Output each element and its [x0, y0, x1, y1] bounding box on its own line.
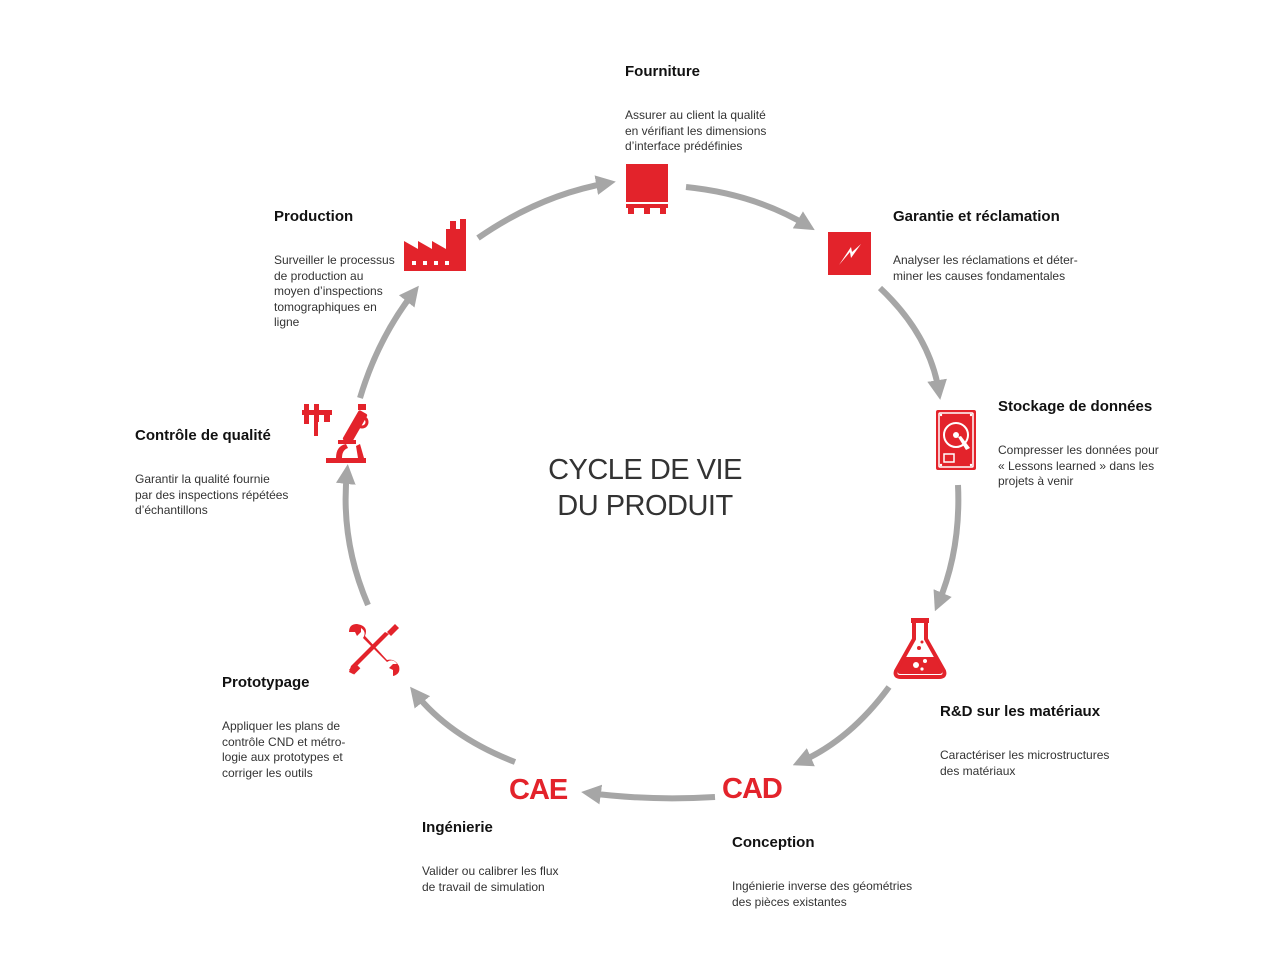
arrow-rd-to-conception — [792, 685, 892, 767]
cycle-title: CYCLE DE VIE DU PRODUIT — [500, 452, 790, 524]
cae-text-icon: CAE — [509, 774, 568, 806]
cad-text-icon: CAD — [722, 773, 783, 805]
stage-desc-controle: Garantir la qualité fournie par des insp… — [135, 472, 289, 517]
stage-controle: Contrôle de qualité Garantir la qualité … — [135, 427, 335, 519]
stage-desc-ingenierie: Valider ou calibrer les flux de travail … — [422, 864, 559, 894]
stage-garantie: Garantie et réclamation Analyser les réc… — [893, 208, 1123, 284]
stage-desc-stockage: Compresser les données pour « Lessons le… — [998, 443, 1159, 488]
stage-stockage: Stockage de données Compresser les donné… — [998, 398, 1218, 490]
stage-title-rd: R&D sur les matériaux — [940, 703, 1101, 720]
stage-production: Production Surveiller le processus de pr… — [274, 208, 424, 331]
stage-ingenierie: Ingénierie Valider ou calibrer les flux … — [422, 819, 622, 895]
arrow-garantie-to-stockage — [877, 285, 947, 400]
lightning-bolt-icon — [828, 232, 871, 275]
flask-icon — [893, 618, 947, 679]
arrow-ingenierie-to-prototypage — [410, 686, 517, 765]
stage-title-ingenierie: Ingénierie — [422, 819, 493, 836]
stage-title-fourniture: Fourniture — [625, 63, 700, 80]
stage-desc-production: Surveiller le processus de production au… — [274, 253, 395, 329]
stage-title-stockage: Stockage de données — [998, 398, 1153, 415]
stage-title-prototypage: Prototypage — [222, 674, 310, 691]
stage-rd: R&D sur les matériaux Caractériser les m… — [940, 703, 1160, 779]
stage-title-production: Production — [274, 208, 354, 225]
stage-title-conception: Conception — [732, 834, 815, 851]
stage-desc-fourniture: Assurer au client la qualité en vérifian… — [625, 108, 767, 153]
wrench-screwdriver-icon — [349, 624, 400, 676]
arrow-controle-to-production — [357, 285, 419, 399]
pallet-box-icon — [626, 164, 668, 214]
arrow-prototypage-to-controle — [335, 464, 371, 607]
stage-desc-rd: Caractériser les microstructures des mat… — [940, 748, 1110, 778]
arrow-conception-to-ingenierie — [581, 784, 716, 805]
arrow-fourniture-to-garantie — [685, 184, 815, 231]
factory-icon — [404, 219, 466, 271]
arrow-stockage-to-rd — [933, 484, 962, 612]
stage-fourniture: Fourniture Assurer au client la qualité … — [625, 63, 825, 155]
cycle-title-line-1: CYCLE DE VIE — [548, 454, 742, 486]
stage-title-garantie: Garantie et réclamation — [893, 208, 1060, 225]
stage-desc-prototypage: Appliquer les plans de contrôle CND et m… — [222, 719, 346, 780]
caliper-microscope-icon — [302, 404, 369, 463]
stage-title-controle: Contrôle de qualité — [135, 427, 271, 444]
stage-prototypage: Prototypage Appliquer les plans de contr… — [222, 674, 402, 781]
stage-conception: Conception Ingénierie inverse des géomét… — [732, 834, 962, 910]
cycle-title-line-2: DU PRODUIT — [557, 490, 733, 522]
stage-desc-conception: Ingénierie inverse des géométries des pi… — [732, 879, 913, 909]
arrow-production-to-fourniture — [476, 175, 616, 241]
hard-drive-icon — [936, 410, 976, 470]
stage-desc-garantie: Analyser les réclamations et déter- mine… — [893, 253, 1078, 283]
